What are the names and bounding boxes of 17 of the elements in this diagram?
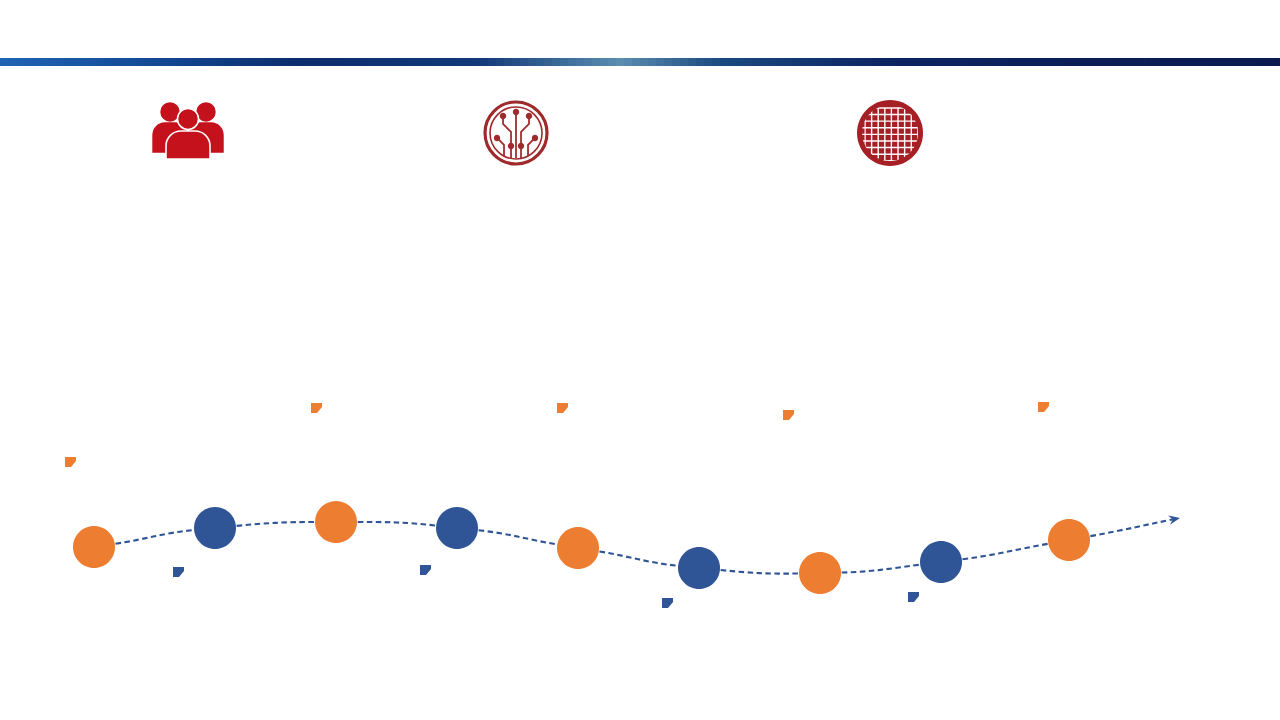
connector: [236, 520, 315, 527]
connector: [720, 569, 799, 575]
milestone-circle: [799, 552, 841, 594]
connector: [599, 550, 678, 567]
connector: [478, 529, 557, 546]
connector: [962, 542, 1048, 561]
connector: [841, 563, 920, 574]
milestone-circle: [557, 527, 599, 569]
milestone-circle: [436, 507, 478, 549]
connector: [357, 520, 436, 527]
milestone-circle: [73, 526, 115, 568]
milestone-circle: [678, 547, 720, 589]
connector: [115, 529, 194, 545]
milestone-circle: [1048, 519, 1090, 561]
milestone-circle: [194, 507, 236, 549]
milestone-circle: [315, 501, 357, 543]
milestone-circle: [920, 541, 962, 583]
